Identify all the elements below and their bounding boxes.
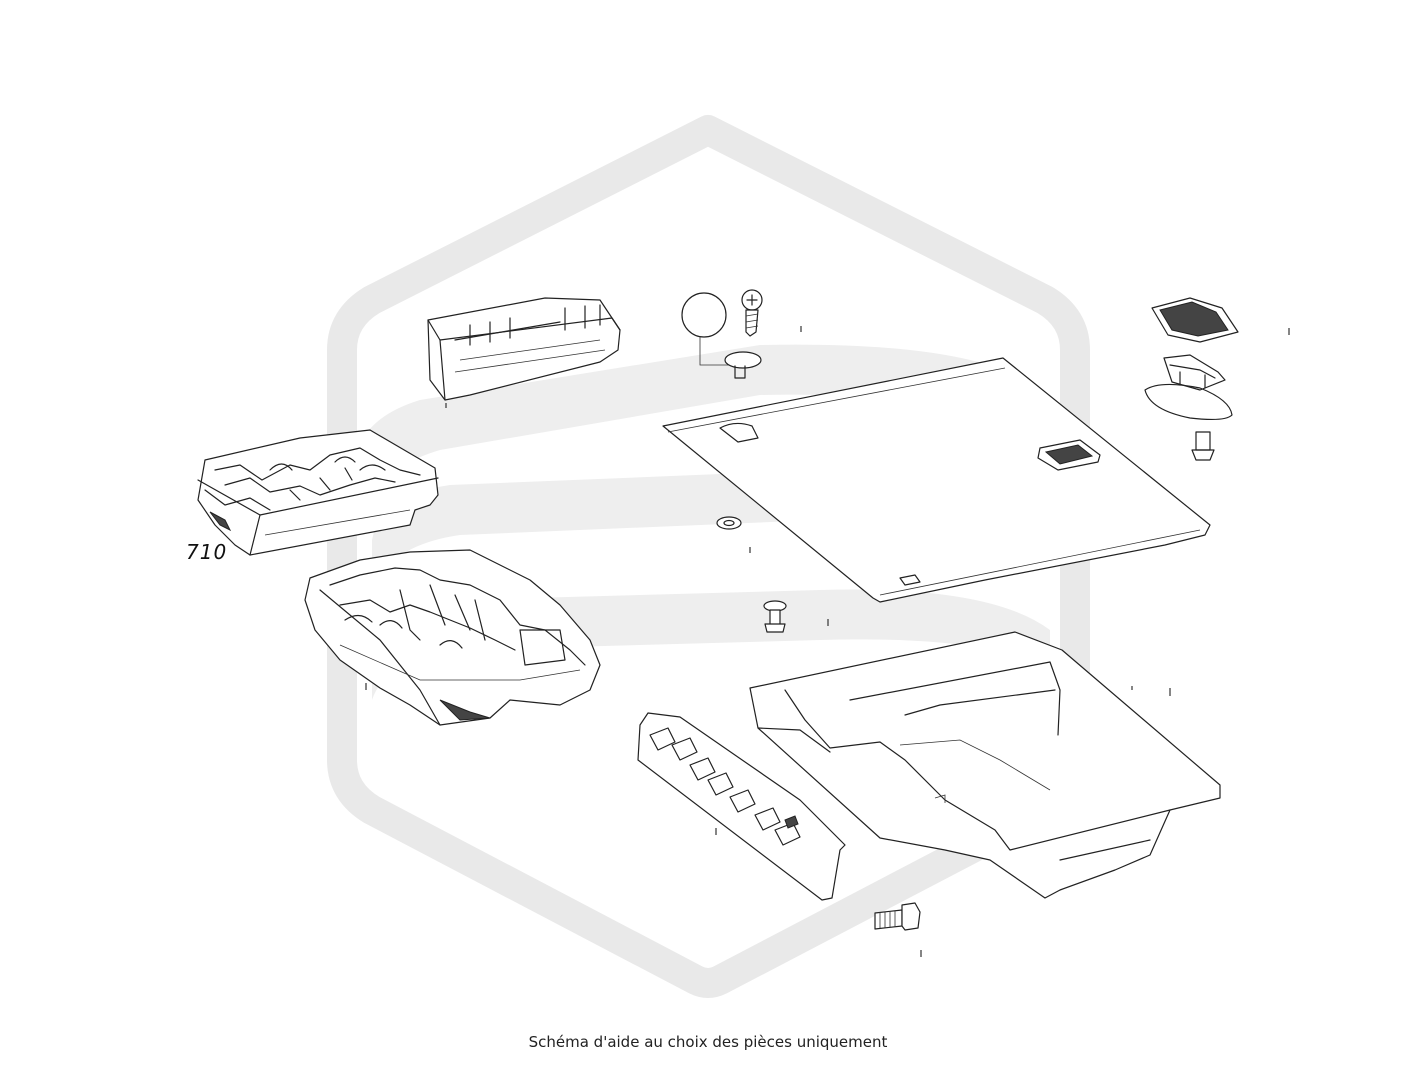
floor-panel [662, 357, 1211, 603]
latch-handle-parts [1144, 297, 1290, 461]
tool-tray-top [427, 297, 621, 408]
side-trim-panel [637, 712, 846, 901]
part-number-label: 710 [186, 540, 228, 564]
floor-cover-tub [749, 631, 1221, 899]
foam-tray-710 [197, 429, 439, 556]
push-clip [763, 600, 829, 633]
diagram-caption: Schéma d'aide au choix des pièces unique… [528, 1033, 888, 1051]
knob-and-screw [681, 289, 802, 379]
foam-tray-large [304, 549, 601, 726]
bolt [874, 902, 922, 957]
